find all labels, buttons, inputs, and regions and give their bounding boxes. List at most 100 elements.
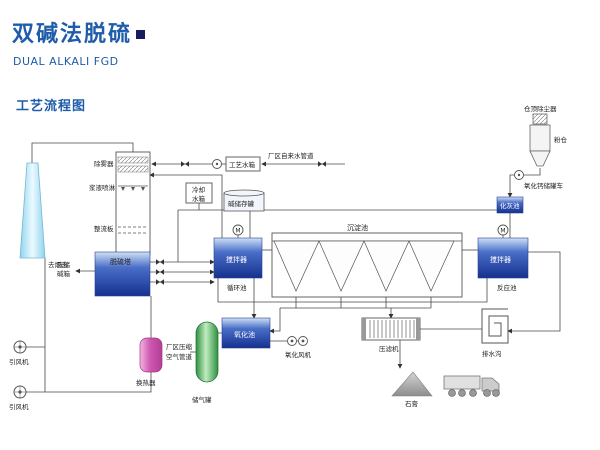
cooling-water-label-1: 冷却 <box>192 185 205 194</box>
page-subtitle: DUAL ALKALI FGD <box>13 55 119 68</box>
hopper <box>363 240 410 292</box>
id-fan-1: 引风机 <box>9 340 29 366</box>
heat-exchanger-label: 换热器 <box>136 378 156 387</box>
id-fan-2-label: 引风机 <box>9 402 29 411</box>
pipe-line <box>45 372 152 393</box>
truck-trailer <box>443 375 481 390</box>
filter-press-end <box>416 318 420 340</box>
oxidation-pool: 氧化池 <box>221 317 271 349</box>
valve-icon <box>156 269 164 275</box>
section-title: 工艺流程图 <box>16 99 87 114</box>
cooling-water-tank-shape <box>185 182 213 204</box>
demister-label: 除雾器 <box>94 159 114 168</box>
motor-label: M <box>500 228 505 235</box>
silo-dust-collector-shape <box>532 113 548 125</box>
reaction-pool-shape <box>477 237 529 279</box>
to-alkali-label-2: 碱箱 <box>57 269 71 278</box>
powder-silo-label: 粉仓 <box>554 135 568 144</box>
to-alkali-label-1: 去储 <box>57 260 71 269</box>
process-water-tank: 工艺水箱 <box>212 156 261 172</box>
rectifier-plate <box>118 226 148 234</box>
chimney-label: 去烟囱 <box>48 260 68 269</box>
blower-icon <box>298 336 308 346</box>
gas-tank-label: 储气罐 <box>192 395 212 404</box>
drain-ditch-label: 排水沟 <box>482 349 502 358</box>
circulation-pool-shape <box>213 237 263 279</box>
tower-slurry-tank: 脱硫塔 去储 碱箱 <box>57 251 151 297</box>
hopper <box>318 240 365 292</box>
filter-press-end <box>362 318 366 340</box>
valve-icon <box>318 161 326 167</box>
motor-label: M <box>235 228 240 235</box>
pipe-line <box>31 142 134 163</box>
pipe-line <box>149 172 223 238</box>
valve-icon <box>181 161 189 167</box>
valve-icon <box>156 279 164 285</box>
gypsum-pile: 石膏 <box>391 371 433 408</box>
slaking-pool-shape <box>496 196 524 214</box>
tap-water-line: 厂区自来水管道 <box>268 151 314 160</box>
rectifier-label: 整流板 <box>94 224 114 233</box>
process-water-tank-shape <box>225 156 261 172</box>
pipe-line <box>269 308 281 334</box>
gypsum-shape <box>391 371 433 397</box>
truck-wheel <box>458 389 466 397</box>
fan-icon <box>13 385 27 399</box>
chimney: 去烟囱 <box>19 162 68 269</box>
chimney-shape <box>19 162 46 259</box>
powder-silo: 仓顶除尘器 粉仓 氧化钙储罐车 <box>514 104 568 190</box>
spray-nozzle-icon <box>141 187 145 191</box>
circulation-pool: M 搅拌器 循环池 <box>213 224 263 292</box>
slaking-pool: 化灰池 <box>496 196 524 214</box>
page-title: 双碱法脱硫 <box>12 22 133 47</box>
compressed-air-label-1: 厂区压缩 <box>166 342 193 351</box>
id-fan-2: 引风机 <box>9 385 29 411</box>
slaking-pool-label: 化灰池 <box>500 201 520 210</box>
oxidation-fan-label: 氧化风机 <box>285 350 312 359</box>
gypsum-label: 石膏 <box>405 399 419 408</box>
heat-exchanger: 换热器 <box>136 337 163 387</box>
tower-tank-shape <box>94 251 151 297</box>
fan-icon <box>13 340 27 354</box>
filter-press-label: 压滤机 <box>379 344 399 353</box>
silo-body <box>529 124 551 152</box>
oxidation-fan: 氧化风机 <box>285 336 312 359</box>
silo-dust-collector-label: 仓顶除尘器 <box>524 104 557 113</box>
silo-cone <box>529 150 551 167</box>
title-square-icon <box>136 30 145 39</box>
id-fan-1-label: 引风机 <box>9 357 29 366</box>
demister-pad <box>117 165 149 173</box>
pump-icon <box>514 170 524 180</box>
truck-wheel <box>492 389 500 397</box>
truck-wheel <box>448 389 456 397</box>
gas-storage-tank: 储气罐 <box>192 321 219 404</box>
tower-label: 脱硫塔 <box>110 257 131 266</box>
filter-press: 压滤机 <box>361 317 421 353</box>
reaction-pool-label: 反应池 <box>497 283 517 292</box>
alkali-storage-label: 碱储存罐 <box>228 199 255 208</box>
agitator-2-label: 搅拌器 <box>490 255 511 264</box>
pump-icon <box>212 159 222 169</box>
reaction-pool: M 搅拌器 反应池 <box>477 224 529 292</box>
compressed-air-line: 厂区压缩 空气管道 <box>166 342 193 361</box>
oxidation-pool-shape <box>221 317 271 349</box>
filter-press-plates <box>367 320 415 338</box>
alkali-tank-top <box>223 189 265 197</box>
truck-wheel <box>469 389 477 397</box>
spray-nozzle-icon <box>131 187 135 191</box>
pipe-line <box>295 291 432 308</box>
spray-label: 浆液喷淋 <box>89 183 116 192</box>
desulfurization-tower: 除雾器 浆液喷淋 整流板 <box>89 151 151 256</box>
sedimentation-pool-label: 沉淀池 <box>347 223 368 232</box>
oxidation-pool-label: 氧化池 <box>234 330 255 339</box>
cooling-water-tank: 冷却 水箱 <box>185 182 213 204</box>
tap-water-label: 厂区自来水管道 <box>268 151 314 160</box>
valve-icon <box>156 259 164 265</box>
demister-pad <box>117 156 149 164</box>
process-water-tank-label: 工艺水箱 <box>229 160 256 169</box>
truck-cab <box>481 377 500 392</box>
spray-nozzle-icon <box>121 187 125 191</box>
drain-ditch: 排水沟 <box>481 308 509 358</box>
